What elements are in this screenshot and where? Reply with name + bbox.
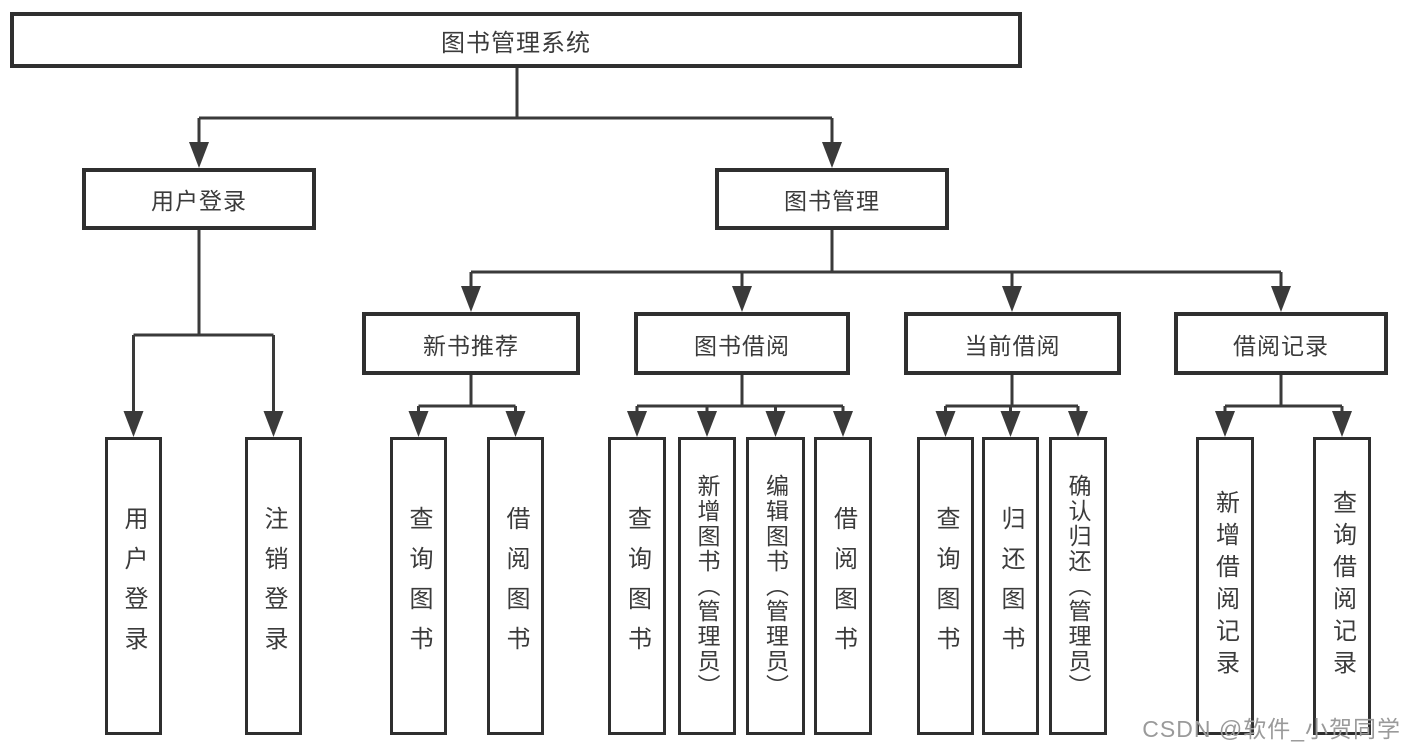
- leaf-add-book-admin-label: 新增图书（管理员）: [694, 473, 720, 699]
- node-root-label: 图书管理系统: [441, 29, 591, 57]
- node-book-borrowing: 图书借阅: [634, 312, 850, 375]
- watermark: CSDN @软件_小贺同学: [1142, 716, 1401, 742]
- leaf-query-borrow-record-label: 查询借阅记录: [1328, 490, 1356, 682]
- leaf-query-books-recommend: 查询图书: [390, 437, 447, 735]
- node-book-management: 图书管理: [715, 168, 949, 230]
- node-user-login-label: 用户登录: [151, 188, 247, 214]
- node-borrowing-records: 借阅记录: [1174, 312, 1388, 375]
- leaf-logout-label: 注销登录: [260, 506, 287, 666]
- node-borrowing-records-label: 借阅记录: [1233, 332, 1329, 359]
- leaf-borrow-books-recommend: 借阅图书: [487, 437, 544, 735]
- leaf-return-books: 归还图书: [982, 437, 1039, 735]
- leaf-query-books-current-label: 查询图书: [932, 506, 959, 666]
- leaf-edit-book-admin: 编辑图书（管理员）: [746, 437, 805, 735]
- leaf-logout: 注销登录: [245, 437, 302, 735]
- leaf-return-books-label: 归还图书: [997, 506, 1024, 666]
- node-root: 图书管理系统: [10, 12, 1022, 68]
- node-new-book-recommend: 新书推荐: [362, 312, 580, 375]
- node-user-login: 用户登录: [82, 168, 316, 230]
- node-book-management-label: 图书管理: [784, 188, 880, 214]
- node-current-borrowing: 当前借阅: [904, 312, 1121, 375]
- leaf-confirm-return-admin-label: 确认归还（管理员）: [1065, 473, 1091, 699]
- leaf-add-borrow-record-label: 新增借阅记录: [1211, 490, 1239, 682]
- leaf-borrow-books-borrowing: 借阅图书: [814, 437, 872, 735]
- leaf-borrow-books-recommend-label: 借阅图书: [502, 506, 529, 666]
- leaf-add-borrow-record: 新增借阅记录: [1196, 437, 1254, 735]
- leaf-borrow-books-borrowing-label: 借阅图书: [829, 506, 857, 666]
- leaf-query-books-borrowing: 查询图书: [608, 437, 666, 735]
- leaf-confirm-return-admin: 确认归还（管理员）: [1049, 437, 1107, 735]
- leaf-user-login: 用户登录: [105, 437, 162, 735]
- leaf-query-books-recommend-label: 查询图书: [405, 506, 432, 666]
- node-new-book-recommend-label: 新书推荐: [423, 332, 519, 359]
- leaf-user-login-label: 用户登录: [120, 506, 147, 666]
- node-current-borrowing-label: 当前借阅: [964, 332, 1061, 359]
- leaf-query-books-borrowing-label: 查询图书: [623, 506, 651, 666]
- leaf-add-book-admin: 新增图书（管理员）: [678, 437, 736, 735]
- node-book-borrowing-label: 图书借阅: [694, 332, 790, 359]
- leaf-query-borrow-record: 查询借阅记录: [1313, 437, 1371, 735]
- leaf-query-books-current: 查询图书: [917, 437, 974, 735]
- leaf-edit-book-admin-label: 编辑图书（管理员）: [762, 473, 789, 699]
